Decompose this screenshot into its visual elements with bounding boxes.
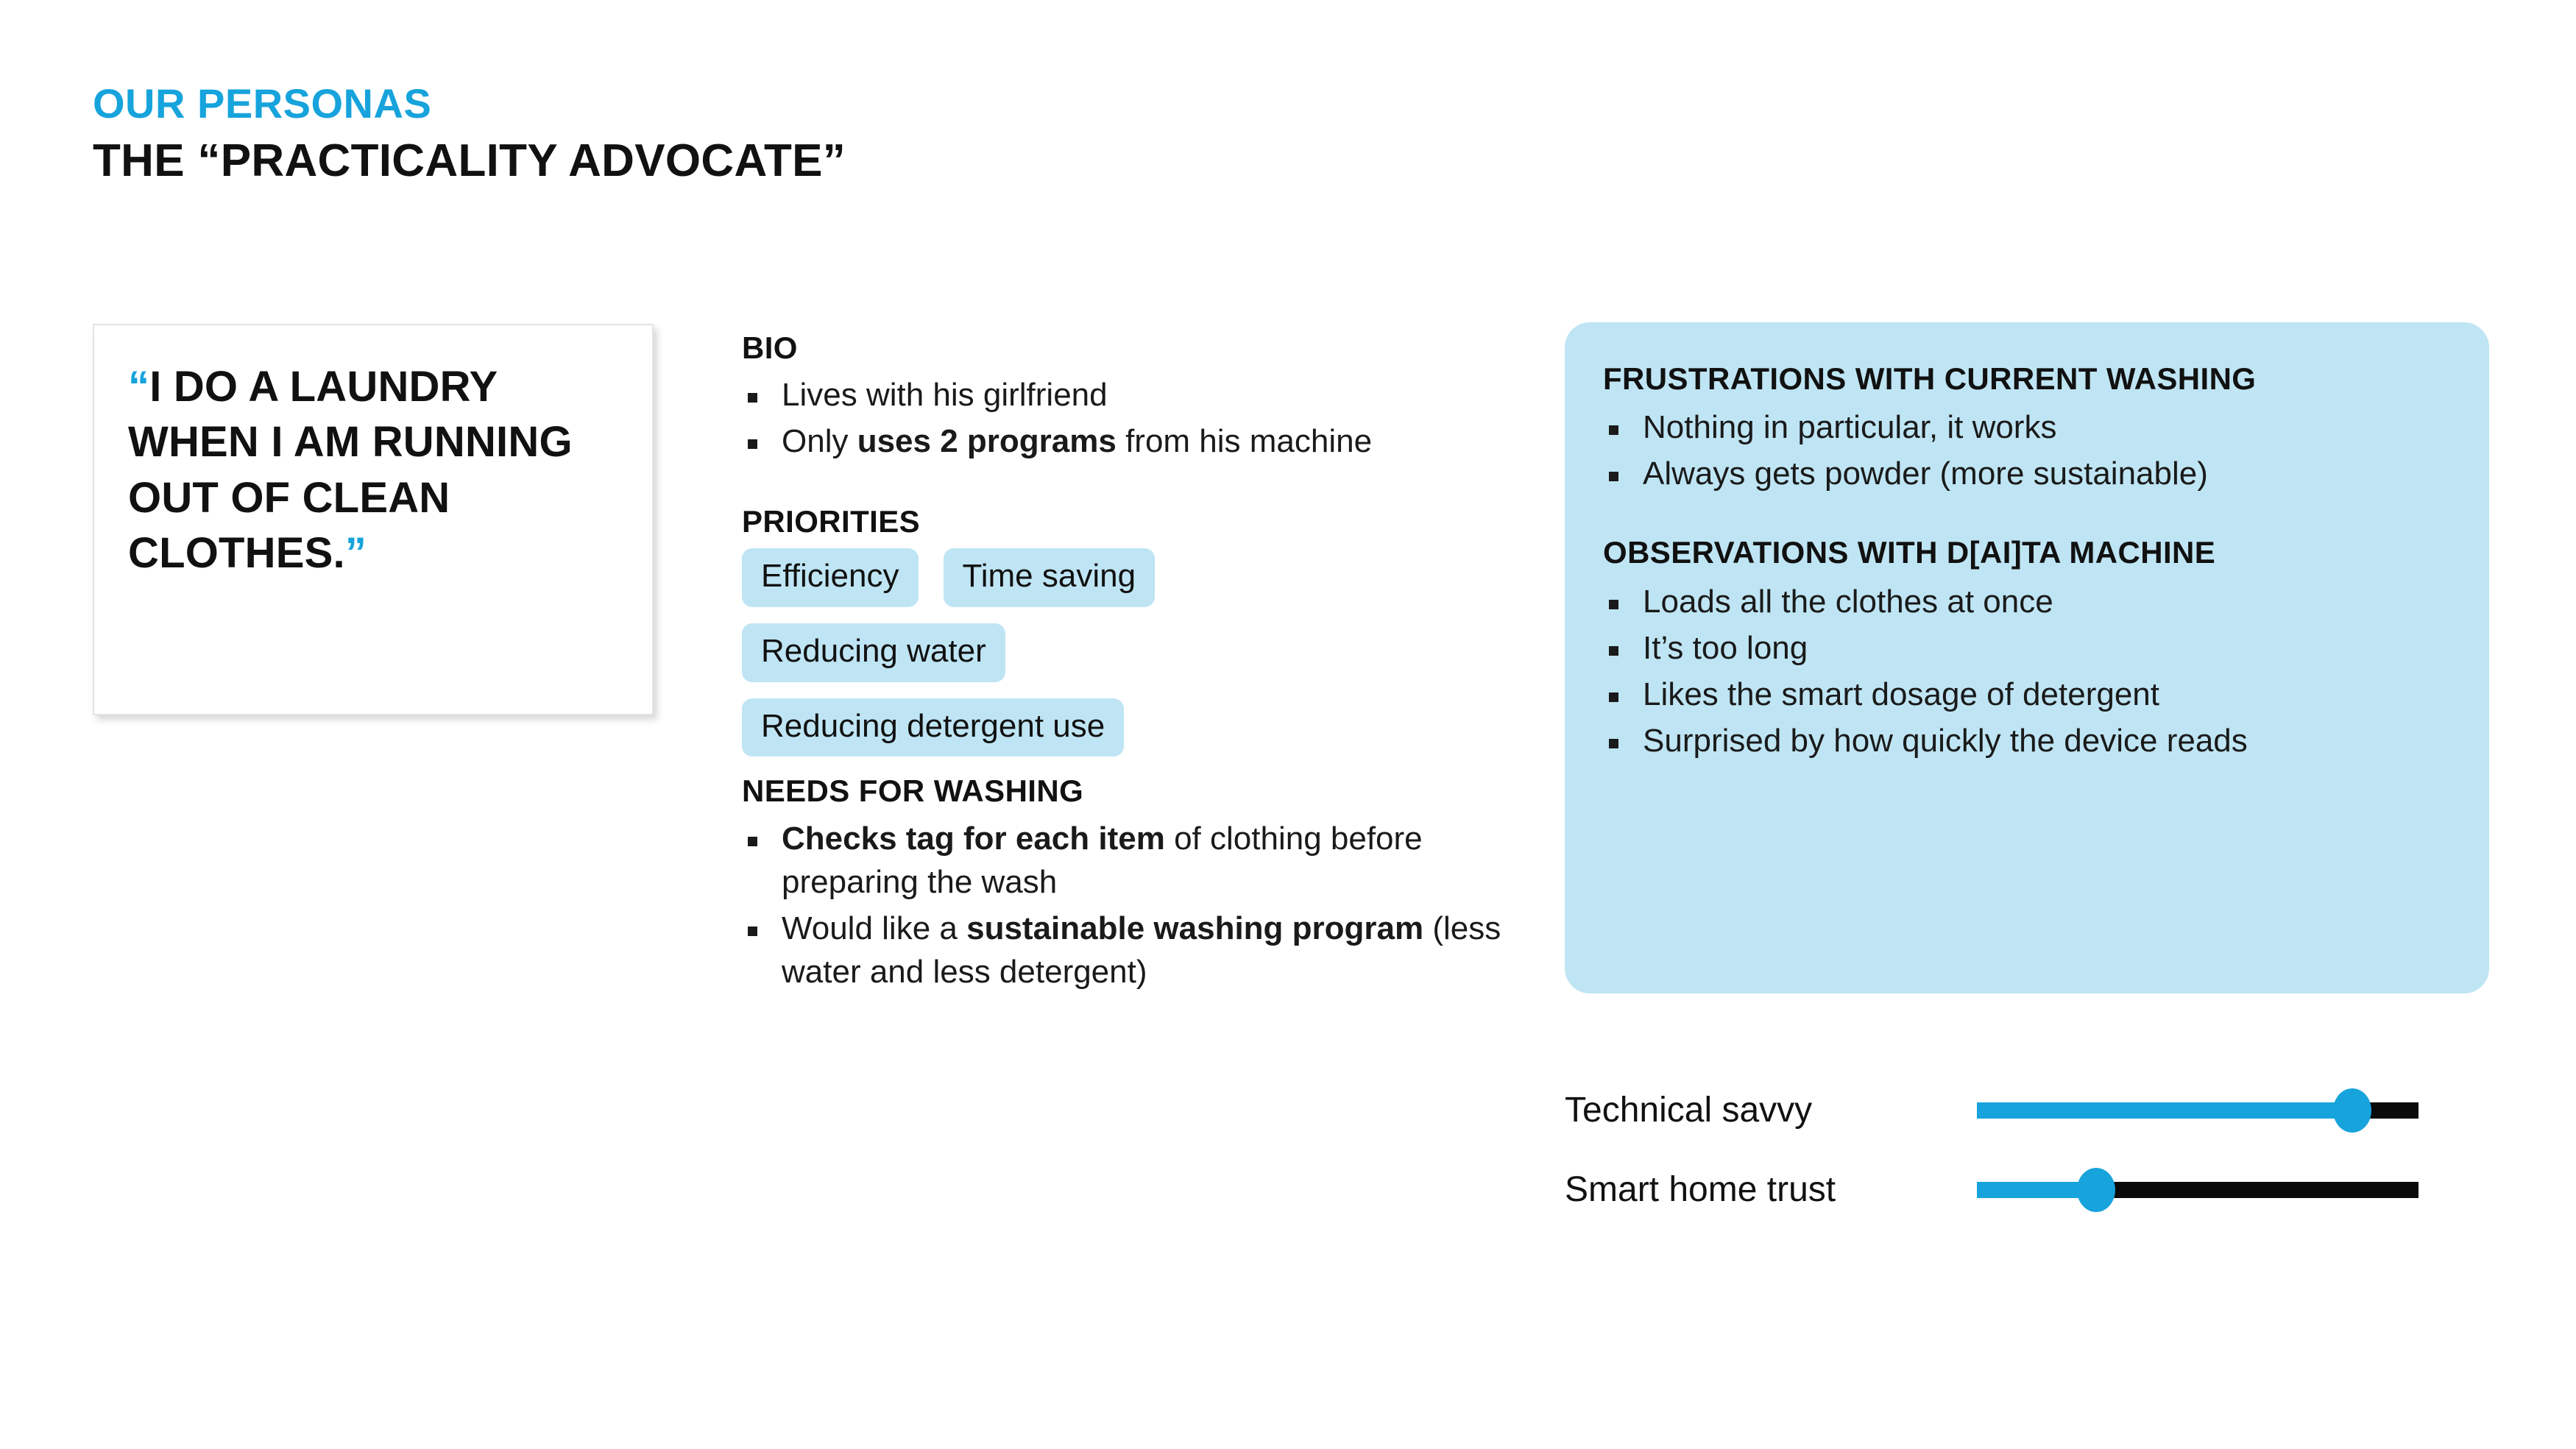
bio-section: BIO Lives with his girlfriend Only uses …	[742, 330, 1522, 464]
list-item: It’s too long	[1603, 627, 2454, 670]
frustrations-section: FRUSTRATIONS WITH CURRENT WASHING Nothin…	[1603, 361, 2454, 496]
technical-savvy-slider[interactable]	[1977, 1088, 2418, 1133]
quote-body: I DO A LAUNDRY WHEN I AM RUNNING OUT OF …	[128, 363, 573, 578]
slider-fill	[1977, 1182, 2096, 1198]
bio-list: Lives with his girlfriend Only uses 2 pr…	[742, 374, 1522, 464]
persona-details-column: BIO Lives with his girlfriend Only uses …	[742, 330, 1522, 997]
smart-home-trust-slider[interactable]	[1977, 1168, 2418, 1212]
quote-open-icon: “	[128, 363, 150, 411]
priorities-section: PRIORITIES Efficiency Time saving Reduci…	[742, 503, 1522, 757]
needs-heading: NEEDS FOR WASHING	[742, 773, 1084, 809]
needs-item-0-bold: Checks tag for each item	[782, 820, 1165, 857]
slider-label: Technical savvy	[1565, 1091, 1813, 1130]
eyebrow-label: OUR PERSONAS	[93, 80, 432, 127]
list-item: Lives with his girlfriend	[742, 374, 1522, 417]
insights-panel: FRUSTRATIONS WITH CURRENT WASHING Nothin…	[1565, 322, 2489, 993]
slider-label: Smart home trust	[1565, 1170, 1836, 1210]
list-item: Loads all the clothes at once	[1603, 581, 2454, 624]
panel-spacer	[1603, 499, 2454, 534]
observations-section: OBSERVATIONS WITH D[AI]TA MACHINE Loads …	[1603, 534, 2454, 762]
priorities-tag-row: Reducing water	[742, 623, 1522, 682]
needs-section: NEEDS FOR WASHING Checks tag for each it…	[742, 773, 1522, 993]
bio-item-1-bold: uses 2 programs	[857, 423, 1117, 460]
page-title: THE “PRACTICALITY ADVOCATE”	[93, 135, 846, 187]
bio-item-1-prefix: Only	[782, 423, 857, 460]
list-item: Would like a sustainable washing program…	[742, 907, 1522, 994]
persona-traits-sliders: Technical savvy Smart home trust	[1565, 1071, 2499, 1230]
bio-heading: BIO	[742, 330, 798, 365]
observations-heading: OBSERVATIONS WITH D[AI]TA MACHINE	[1603, 535, 2216, 570]
priorities-tag-cloud: Efficiency Time saving Reducing water Re…	[742, 548, 1522, 757]
priority-tag[interactable]: Time saving	[943, 548, 1156, 607]
slider-knob[interactable]	[2077, 1168, 2115, 1212]
page-header: OUR PERSONAS THE “PRACTICALITY ADVOCATE”	[93, 79, 1270, 188]
needs-item-1-suffix: (less water and less detergent)	[782, 910, 1501, 990]
needs-item-0-suffix: of clothing before preparing the wash	[782, 820, 1423, 900]
needs-item-1-bold: sustainable washing program	[966, 910, 1424, 946]
priorities-heading: PRIORITIES	[742, 504, 921, 539]
list-item: Likes the smart dosage of detergent	[1603, 673, 2454, 717]
section-spacer	[742, 467, 1522, 503]
slider-fill	[1977, 1102, 2352, 1119]
persona-quote-card: “I DO A LAUNDRY WHEN I AM RUNNING OUT OF…	[93, 324, 654, 715]
bio-item-1-suffix: from his machine	[1116, 423, 1373, 460]
slider-knob[interactable]	[2333, 1088, 2371, 1133]
needs-list: Checks tag for each item of clothing bef…	[742, 818, 1522, 994]
priority-tag[interactable]: Reducing detergent use	[742, 698, 1125, 757]
priorities-tag-row: Efficiency Time saving	[742, 548, 1522, 607]
priority-tag[interactable]: Reducing water	[742, 623, 1005, 682]
needs-item-1-prefix: Would like a	[782, 910, 967, 946]
list-item: Surprised by how quickly the device read…	[1603, 720, 2454, 763]
priority-tag[interactable]: Efficiency	[742, 548, 919, 607]
list-item: Checks tag for each item of clothing bef…	[742, 818, 1522, 904]
list-item: Only uses 2 programs from his machine	[742, 420, 1522, 464]
slider-row-smart-home-trust: Smart home trust	[1565, 1150, 2499, 1230]
frustrations-heading: FRUSTRATIONS WITH CURRENT WASHING	[1603, 361, 2257, 396]
frustrations-list: Nothing in particular, it works Always g…	[1603, 406, 2454, 496]
slider-row-technical-savvy: Technical savvy	[1565, 1071, 2499, 1150]
quote-close-icon: ”	[344, 529, 367, 578]
bio-item-0-prefix: Lives with his girlfriend	[782, 377, 1108, 414]
persona-quote-text: “I DO A LAUNDRY WHEN I AM RUNNING OUT OF…	[128, 359, 627, 581]
observations-list: Loads all the clothes at once It’s too l…	[1603, 581, 2454, 763]
priorities-tag-row: Reducing detergent use	[742, 698, 1522, 757]
list-item: Always gets powder (more sustainable)	[1603, 453, 2454, 496]
list-item: Nothing in particular, it works	[1603, 406, 2454, 450]
